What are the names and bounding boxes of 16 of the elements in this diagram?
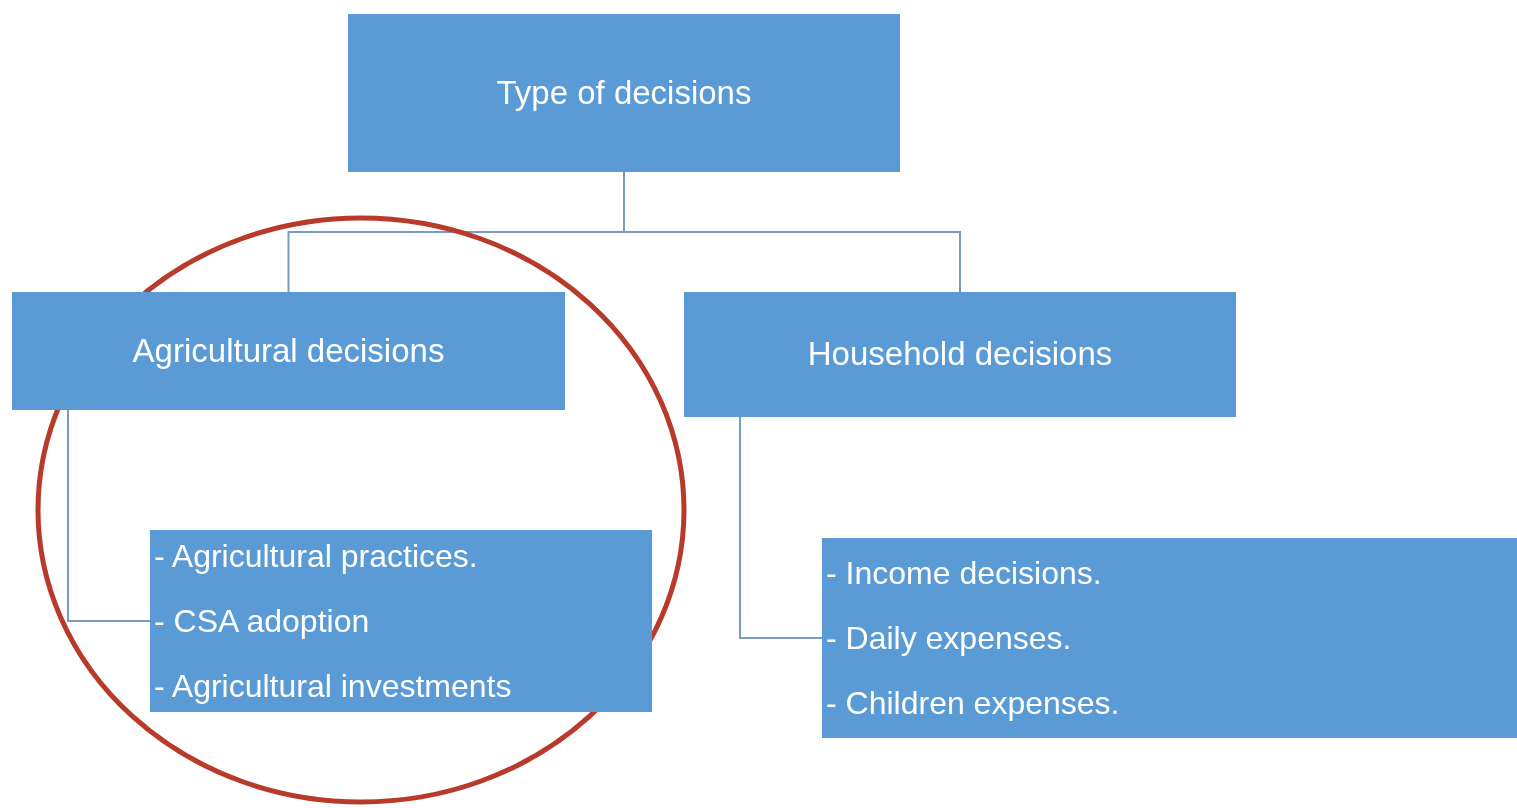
box-label: Type of decisions	[496, 72, 752, 113]
box-label: Household decisions	[807, 334, 1113, 375]
list-box	[822, 538, 1517, 738]
list-item: - Children expenses.	[826, 683, 1120, 723]
box-label: Agricultural decisions	[132, 330, 445, 371]
connector-line	[67, 409, 151, 622]
list-item: - Income decisions.	[826, 553, 1102, 593]
process-box	[12, 292, 565, 410]
list-item: - Agricultural investments	[154, 666, 512, 706]
list-item: - CSA adoption	[154, 601, 370, 641]
process-box	[348, 14, 900, 172]
list-box	[150, 530, 652, 712]
list-item: - Agricultural practices.	[154, 536, 478, 576]
list-item: - Daily expenses.	[826, 618, 1072, 658]
connector-line	[739, 416, 823, 639]
process-box	[684, 292, 1236, 417]
